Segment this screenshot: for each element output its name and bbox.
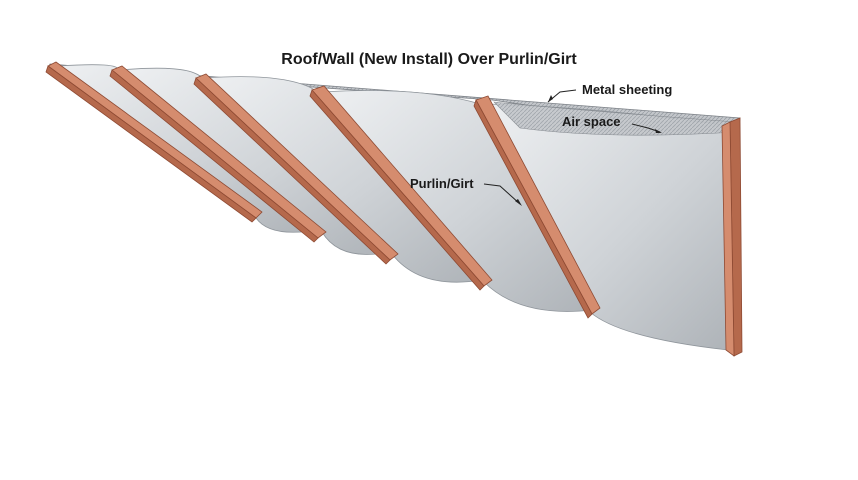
purlin-1 [45,61,263,223]
purlin-2 [109,65,327,243]
purlin-4 [309,85,493,291]
metal-sheeting-leader [547,89,577,103]
metal-sheeting-label: Metal sheeting [582,82,672,97]
girt-end [721,117,743,357]
purlin-girt-label: Purlin/Girt [410,176,474,191]
air-space-label: Air space [562,114,621,129]
purlin-5 [473,95,601,319]
purlin-girt-leader [483,183,521,205]
diagram-title: Roof/Wall (New Install) Over Purlin/Girt [281,51,577,68]
purlin-3 [193,73,399,265]
